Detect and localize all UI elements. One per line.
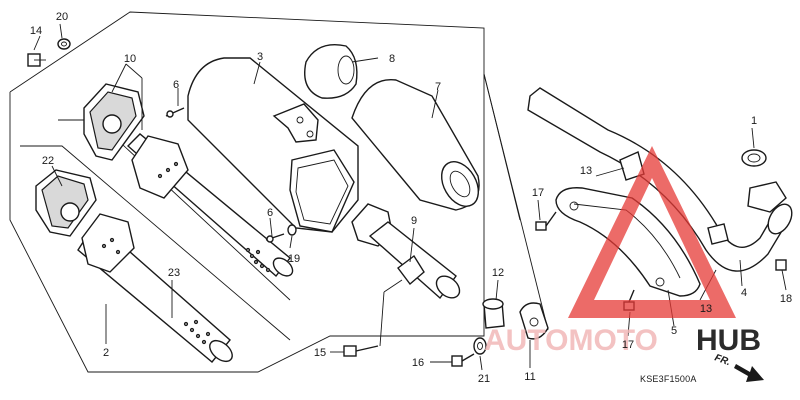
automotohub-watermark: AUTOMOTO HUB — [484, 146, 761, 357]
joint-pipe — [351, 203, 461, 300]
callout-13-lower: 13 — [700, 303, 712, 315]
callout-labels: 1 2 3 4 5 6 6 7 8 9 10 11 12 13 13 14 15… — [30, 11, 792, 385]
rivet-6-lower — [265, 233, 285, 243]
watermark-triangle — [568, 146, 736, 318]
clamp-bracket — [519, 302, 549, 340]
callout-1: 1 — [751, 115, 757, 127]
callout-11: 11 — [524, 371, 535, 383]
rivet-6-upper — [165, 107, 185, 118]
callout-2: 2 — [103, 347, 109, 359]
end-cap-lower — [35, 169, 97, 237]
washer-21 — [473, 337, 487, 355]
gasket — [741, 149, 767, 167]
bolt-16 — [451, 353, 475, 367]
callout-16: 16 — [412, 357, 424, 369]
callout-4: 4 — [741, 287, 747, 299]
watermark-text-prefix: AUTOMOTO — [484, 324, 658, 357]
callout-14: 14 — [30, 25, 42, 37]
front-direction-marker: FR. — [713, 352, 764, 382]
protector — [304, 44, 358, 99]
callout-18: 18 — [780, 293, 792, 305]
inner-pipe-upper — [126, 133, 294, 278]
callout-15: 15 — [314, 347, 326, 359]
muffler-packing — [351, 78, 480, 211]
callout-9: 9 — [411, 215, 417, 227]
front-direction-label: FR. — [713, 352, 732, 368]
nut-19 — [287, 224, 297, 236]
callout-17-lower: 17 — [622, 339, 634, 351]
callout-17-upper: 17 — [532, 187, 544, 199]
muffler-body — [187, 57, 359, 233]
callout-10: 10 — [124, 53, 136, 65]
inner-pipe-lower — [77, 213, 233, 363]
bolt-17-upper — [535, 211, 557, 231]
nut-18 — [775, 259, 787, 271]
callout-13-upper: 13 — [580, 165, 592, 177]
callout-19: 19 — [288, 253, 300, 265]
watermark-text-suffix: HUB — [696, 324, 761, 357]
callout-22: 22 — [42, 155, 54, 167]
bolt-14 — [27, 53, 46, 67]
washer-20 — [57, 38, 71, 50]
callout-3: 3 — [257, 51, 263, 63]
diagram-code: KSE3F1500A — [640, 374, 697, 384]
callout-8: 8 — [389, 53, 395, 65]
callout-5: 5 — [671, 325, 677, 337]
collar — [482, 298, 505, 329]
front-arrow-icon — [734, 364, 764, 382]
callout-21: 21 — [478, 373, 490, 385]
callout-7: 7 — [435, 81, 441, 93]
bolt-15 — [343, 345, 379, 357]
end-cap-upper — [83, 83, 145, 161]
callout-12: 12 — [492, 267, 504, 279]
callout-20: 20 — [56, 11, 68, 23]
callout-6-upper: 6 — [173, 79, 179, 91]
callout-23: 23 — [168, 267, 180, 279]
callout-6-lower: 6 — [267, 207, 273, 219]
